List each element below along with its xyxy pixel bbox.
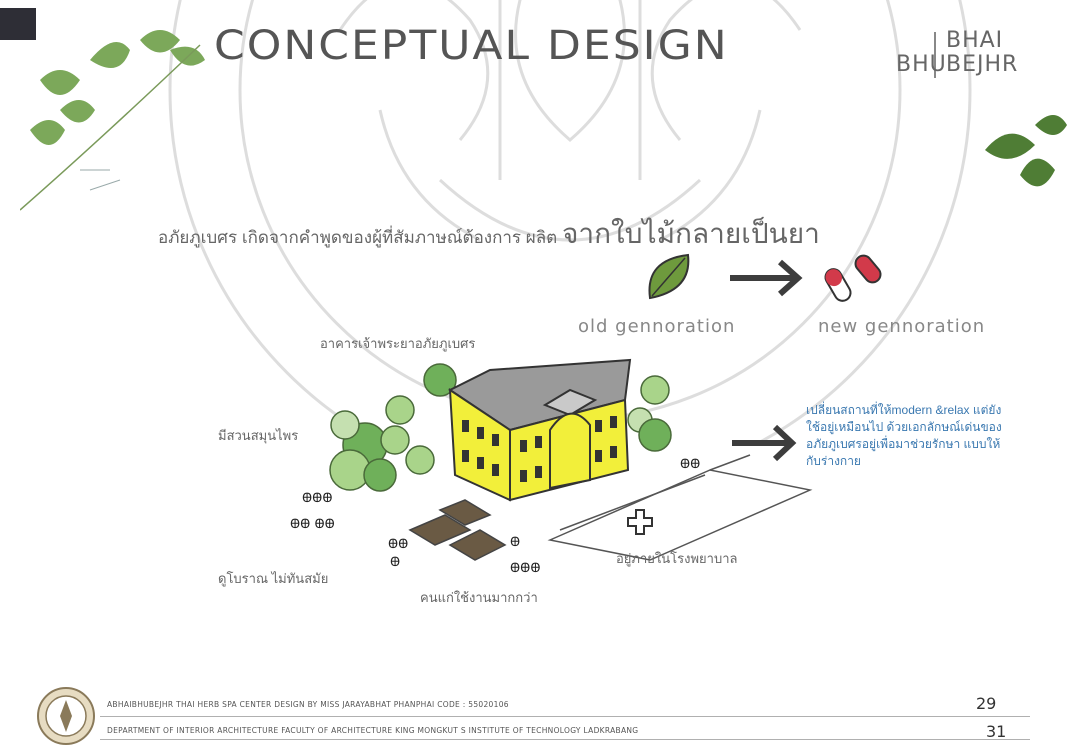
leaf-decoration-right: [985, 115, 1067, 187]
walkway: [547, 454, 813, 561]
logo-text-left: BHU: [896, 52, 947, 77]
logo-text-top: BHAI: [946, 28, 1004, 53]
corner-marker: [0, 8, 36, 40]
university-seal-icon: [37, 687, 95, 745]
caption-traditional: ดูโบราณ ไม่ทันสมัย: [218, 571, 329, 586]
page-number-top: 29: [976, 694, 997, 713]
arrow-right-icon: [730, 259, 803, 297]
hospital-cross-icon: [627, 509, 653, 535]
headline-emphasis: จากใบไม้กลายเป็นยา: [561, 218, 820, 249]
label-old-generation: old gennoration: [578, 316, 736, 337]
svg-text:ꚚꚚ: ꚚꚚ: [388, 537, 408, 552]
leaf-icon: [648, 253, 690, 300]
label-new-generation: new gennoration: [818, 316, 986, 337]
footer-project-line: ABHAIBHUBEJHR THAI HERB SPA CENTER DESIG…: [107, 700, 509, 709]
leaf-decoration-left: [20, 30, 205, 211]
caption-concept: เปลี่ยนสถานที่ให้modern &relax แต่ยังใช้…: [806, 403, 1002, 468]
arrow-right-icon-2: [732, 424, 797, 462]
page-title: CONCEPTUAL DESIGN: [214, 22, 729, 69]
transformation-diagram: [648, 253, 882, 302]
people-figures: ꚚꚚꚚ ꚚꚚ ꚚꚚ ꚚꚚ Ꚛ Ꚛ ꚚꚚꚚ ꚚꚚ: [290, 457, 700, 576]
footer-department-line: DEPARTMENT OF INTERIOR ARCHITECTURE FACU…: [107, 726, 639, 735]
brand-logo: BHAI BHU BEJHR: [896, 28, 1019, 108]
main-building: [448, 358, 632, 502]
svg-text:Ꚛ: Ꚛ: [390, 555, 400, 570]
svg-text:ꚚꚚꚚ: ꚚꚚꚚ: [510, 561, 541, 576]
headline-text: อภัยภูเบศร เกิดจากคำพูดของผู้ที่สัมภาษณ์…: [158, 228, 558, 247]
caption-users: คนแก่ใช้งานมากกว่า: [420, 590, 538, 605]
caption-hospital: อยู่ภายในโรงพยาบาล: [616, 551, 738, 566]
logo-text-right: BEJHR: [946, 52, 1019, 77]
garden-beds: [408, 499, 507, 561]
concept-headline: อภัยภูเบศร เกิดจากคำพูดของผู้ที่สัมภาษณ์…: [158, 212, 820, 256]
building-sketch: ꚚꚚꚚ ꚚꚚ ꚚꚚ ꚚꚚ Ꚛ Ꚛ ꚚꚚꚚ ꚚꚚ: [290, 358, 813, 576]
svg-text:Ꚛ: Ꚛ: [510, 535, 520, 550]
university-seal-watermark: [168, 0, 972, 440]
svg-text:ꚚꚚ ꚚꚚ: ꚚꚚ ꚚꚚ: [290, 517, 335, 532]
footer-divider: [100, 716, 1030, 717]
page-number-bottom: 31: [986, 722, 1007, 741]
footer-divider-bottom: [100, 739, 1030, 740]
pills-icon: [824, 254, 882, 302]
caption-building: อาคารเจ้าพระยาอภัยภูเบศร: [320, 336, 476, 351]
svg-text:ꚚꚚ: ꚚꚚ: [680, 457, 700, 472]
tree-group: [329, 363, 672, 492]
caption-garden: มีสวนสมุนไพร: [218, 428, 299, 443]
svg-text:ꚚꚚꚚ: ꚚꚚꚚ: [302, 491, 333, 506]
